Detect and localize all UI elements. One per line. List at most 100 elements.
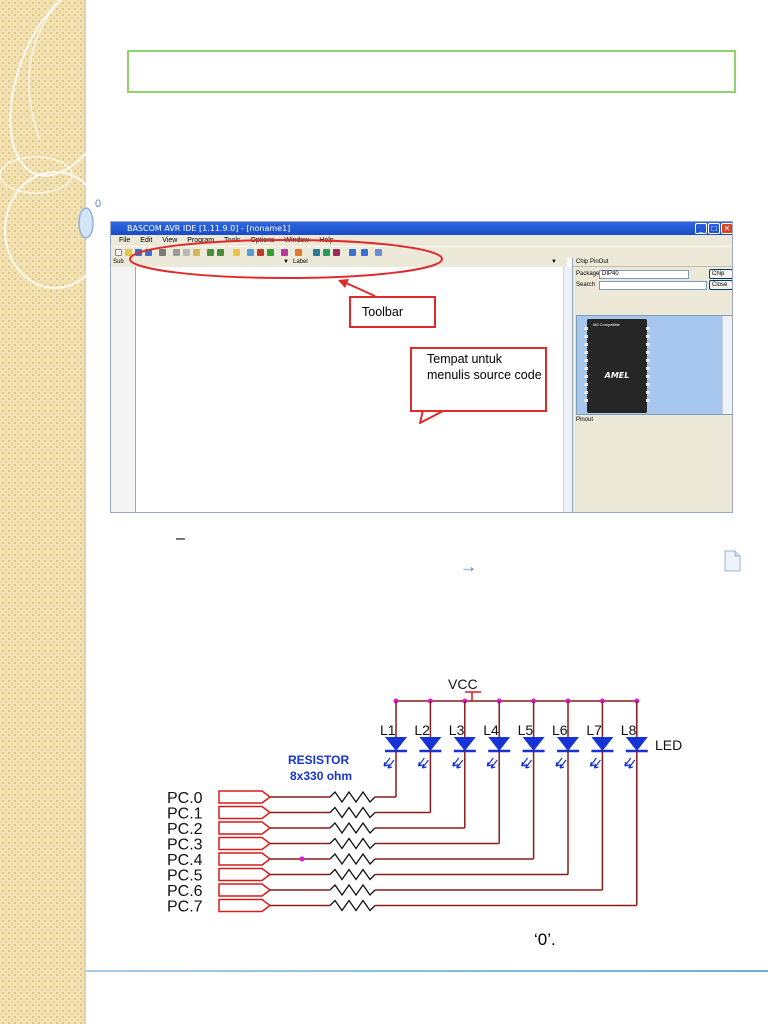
minimize-icon[interactable]: _ — [695, 223, 707, 234]
led-8-light-arrow-a — [624, 757, 632, 767]
pc4-junction-dot — [299, 856, 305, 862]
document-icon — [724, 550, 741, 572]
port-label-4: PC.4 — [167, 852, 203, 869]
led-4: L4 — [483, 698, 511, 844]
pinout-label: Pinout — [576, 417, 594, 423]
arrow-right-icon: → — [460, 557, 477, 576]
port-connector-3 — [218, 836, 272, 851]
package-select[interactable]: DIP40 — [599, 270, 689, 279]
vcc-label: VCC — [448, 676, 478, 692]
led-5-label: L5 — [518, 722, 534, 738]
led-5-diode — [522, 737, 545, 751]
port-connector-2 — [218, 821, 272, 835]
port-group: PC.0PC.1PC.2PC.3PC.4PC.5PC.6PC.7 — [167, 790, 637, 916]
led-3-diode — [453, 737, 476, 751]
port-row-1: PC.1 — [167, 805, 431, 823]
led-8-label: L8 — [621, 722, 637, 738]
resistor-5 — [329, 868, 376, 881]
chip-button[interactable]: Chip — [709, 269, 732, 279]
port-connector-4 — [218, 852, 272, 866]
ide-title: BASCOM AVR IDE [1.11.9.0] - [noname1] — [127, 224, 291, 233]
dash-glyph: – — [176, 530, 185, 547]
close-button[interactable]: Close — [709, 280, 732, 290]
toolbar-callout: Toolbar — [349, 296, 436, 328]
led-1: L1 — [380, 698, 407, 797]
chip-text: M8 Compatible — [593, 322, 620, 327]
port-label-3: PC.3 — [167, 837, 203, 854]
led-2-light-arrow-a — [417, 757, 425, 767]
port-label-1: PC.1 — [167, 806, 203, 823]
new-file-icon[interactable] — [115, 249, 122, 256]
port-label-5: PC.5 — [167, 868, 203, 885]
port-row-4: PC.4 — [167, 852, 534, 869]
panel-title: Chip PinOut — [573, 258, 732, 267]
menu-file[interactable]: File — [119, 237, 131, 244]
open-icon[interactable] — [125, 249, 132, 256]
led-3-light-arrow-b — [456, 759, 464, 769]
led-2-light-arrow-b — [421, 759, 429, 769]
led-7: L7 — [586, 698, 614, 890]
led-1-diode — [385, 737, 407, 751]
vcc-rail — [396, 691, 637, 702]
ide-title-bar: BASCOM AVR IDE [1.11.9.0] - [noname1] — [111, 222, 732, 235]
led-group: L1 L2 L3 L4 L5 L6 L7 L8 — [380, 698, 648, 906]
led-6: L6 — [552, 698, 579, 875]
led-8-diode — [625, 737, 648, 751]
led-5-light-arrow-a — [521, 757, 529, 767]
maximize-icon[interactable]: □ — [708, 223, 720, 234]
led-7-diode — [591, 737, 614, 751]
resistor-6 — [329, 883, 376, 897]
pinout-scrollbar[interactable] — [722, 316, 732, 414]
led-1-light-arrow-b — [387, 759, 395, 769]
led-4-diode — [488, 737, 511, 751]
led-8: L8 — [621, 698, 648, 906]
chip-image: M8 Compatible AMEL — [584, 319, 650, 413]
led-8-light-arrow-b — [628, 759, 636, 769]
port-connector-6 — [218, 883, 272, 897]
led-4-light-arrow-b — [490, 759, 498, 769]
resistor-4 — [329, 852, 376, 866]
led-1-label: L1 — [380, 722, 396, 738]
port-label-0: PC.0 — [167, 790, 203, 807]
port-connector-7 — [218, 898, 272, 913]
resistor-value: 8x330 ohm — [290, 769, 352, 783]
port-row-3: PC.3 — [167, 836, 500, 854]
resistor-2 — [329, 821, 376, 835]
resistor-label: RESISTOR — [288, 753, 349, 767]
led-6-label: L6 — [552, 722, 568, 738]
chip-logo: AMEL — [604, 371, 630, 380]
led-3: L3 — [449, 698, 476, 828]
port-row-7: PC.7 — [167, 899, 637, 916]
port-connector-0 — [218, 790, 272, 804]
search-field[interactable] — [599, 281, 707, 290]
led-4-label: L4 — [483, 722, 499, 738]
led-3-label: L3 — [449, 722, 465, 738]
led-3-light-arrow-a — [452, 757, 460, 767]
decorative-swirl — [0, 0, 130, 289]
search-label: Search — [576, 282, 596, 288]
led-2: L2 — [414, 698, 442, 813]
port-row-2: PC.2 — [167, 821, 465, 838]
port-connector-5 — [218, 867, 272, 882]
footer-divider — [86, 970, 768, 972]
close-icon[interactable]: ✕ — [721, 223, 732, 234]
led-5-light-arrow-b — [525, 759, 533, 769]
port-label-6: PC.6 — [167, 883, 203, 900]
port-connector-1 — [218, 805, 272, 820]
led-2-diode — [419, 737, 442, 751]
led-7-light-arrow-b — [593, 759, 601, 769]
chip-pinout-view: M8 Compatible AMEL — [576, 315, 732, 415]
led-2-label: L2 — [414, 722, 430, 738]
resistor-7 — [329, 899, 376, 912]
label-dropdown-icon[interactable]: ▼ — [551, 259, 557, 265]
led-1-light-arrow-a — [383, 757, 391, 767]
led-7-label: L7 — [586, 722, 602, 738]
editor-scrollbar[interactable] — [563, 267, 572, 512]
port-row-6: PC.6 — [167, 883, 603, 900]
port-label-2: PC.2 — [167, 821, 203, 838]
resistor-3 — [329, 837, 376, 850]
slide-bullet-marker: 0 — [95, 198, 102, 210]
package-label: Package — [576, 271, 600, 277]
